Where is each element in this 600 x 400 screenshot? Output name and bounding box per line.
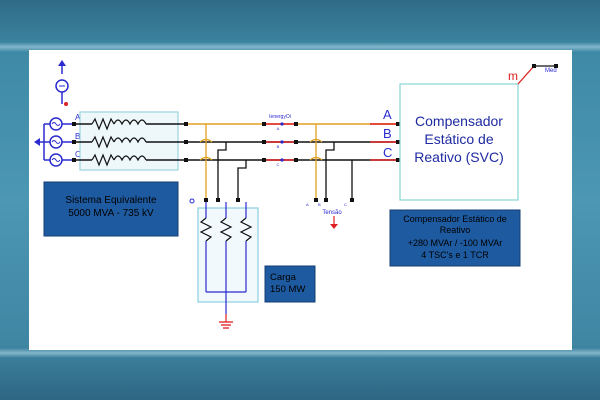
svc-phase-a-label: A — [383, 107, 392, 122]
voltage-meter-label: Tensão — [322, 210, 342, 216]
load-box — [197, 207, 259, 303]
svc-phase-c-label: C — [383, 145, 392, 160]
svc-info-line-1: Compensador Estático de — [403, 214, 507, 224]
svc-phase-b-label: B — [383, 126, 392, 141]
svg-text:C: C — [344, 202, 347, 207]
source-info-line-1: Sistema Equivalente — [65, 195, 157, 206]
load-info-line-2: 150 MW — [270, 284, 305, 295]
voltage-meter-wires: A B C — [306, 124, 354, 229]
energy-meter-label: IenergyOi — [269, 114, 291, 120]
load-info-box: Carga 150 MW — [264, 265, 316, 303]
source-phase-c-label: C — [75, 150, 81, 159]
main-bus-lines: A B C — [184, 122, 400, 167]
svc-med-label: Med — [545, 68, 557, 74]
source-generators — [34, 117, 74, 167]
load-branch-wires — [189, 124, 247, 204]
source-symbol-top — [55, 60, 69, 106]
svg-text:A: A — [306, 202, 309, 207]
svg-text:C: C — [277, 162, 280, 167]
load-resistors — [199, 202, 253, 329]
svc-title-line-2: Estático de — [424, 131, 493, 147]
rl-impedances — [72, 117, 186, 167]
svg-text:B: B — [318, 202, 321, 207]
svc-info-box: Compensador Estático de Reativo +280 MVA… — [389, 209, 521, 267]
bottom-glow-stripe — [0, 348, 600, 358]
svg-text:B: B — [277, 144, 280, 149]
svc-m-label: m — [508, 69, 518, 83]
load-info-line-1: Carga — [270, 272, 297, 283]
source-phase-b-label: B — [75, 132, 80, 141]
source-phase-a-label: A — [75, 113, 81, 122]
source-info-line-2: 5000 MVA - 735 kV — [68, 208, 154, 219]
svc-info-line-3: +280 MVAr / -100 MVAr — [408, 238, 502, 248]
svc-title-line-1: Compensador — [415, 113, 503, 129]
svc-block — [399, 83, 519, 201]
svc-info-line-2: Reativo — [440, 225, 471, 235]
svc-info-line-4: 4 TSC's e 1 TCR — [421, 250, 489, 260]
source-info-box: Sistema Equivalente 5000 MVA - 735 kV — [43, 181, 179, 237]
svc-title-line-3: Reativo (SVC) — [414, 149, 503, 165]
svc-measurement-output — [517, 64, 558, 85]
svg-text:A: A — [277, 126, 280, 131]
top-glow-stripe — [0, 42, 600, 52]
